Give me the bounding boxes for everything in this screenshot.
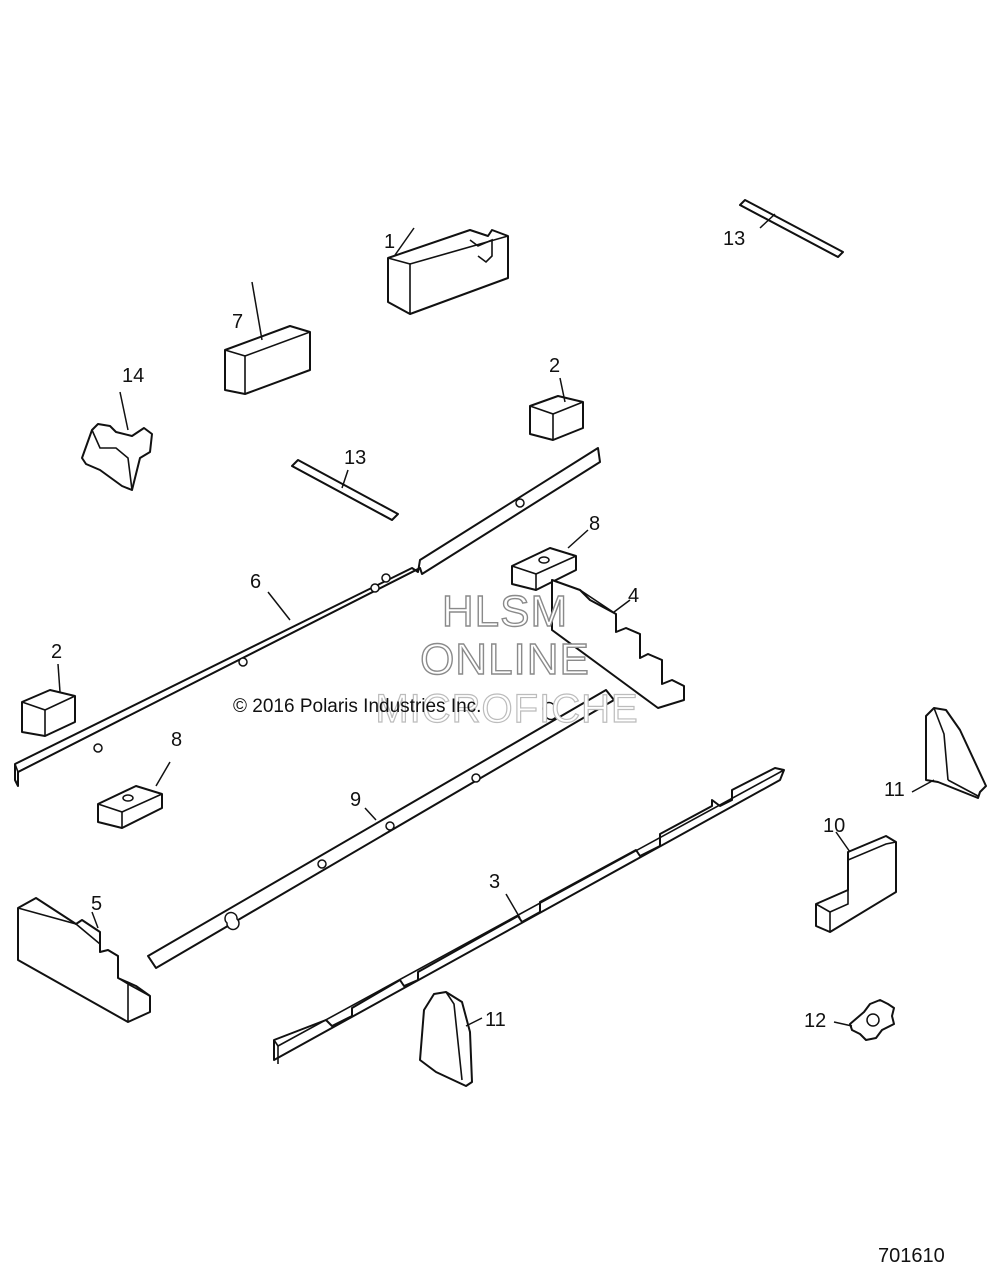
callout-12: 12 bbox=[804, 1010, 826, 1032]
part-12-bracket bbox=[833, 999, 895, 1041]
part-10-l-block bbox=[815, 831, 897, 933]
part-8-block-upper bbox=[511, 529, 589, 591]
watermark-line-2: ONLINE bbox=[420, 635, 590, 684]
callout-11-center: 11 bbox=[485, 1009, 506, 1031]
part-8-block-lower bbox=[97, 761, 171, 829]
part-13-strip-middle bbox=[291, 459, 399, 521]
part-9-plate bbox=[147, 689, 615, 969]
callout-13-top: 13 bbox=[723, 228, 745, 250]
callout-4: 4 bbox=[628, 585, 639, 607]
callout-2-upper: 2 bbox=[549, 355, 560, 377]
callout-7: 7 bbox=[232, 311, 243, 333]
part-11-wedge-right bbox=[911, 707, 987, 799]
callout-14: 14 bbox=[122, 365, 144, 387]
drawing-number: 701610 bbox=[878, 1245, 945, 1267]
callout-9: 9 bbox=[350, 789, 361, 811]
callout-13-middle: 13 bbox=[344, 447, 366, 469]
callout-1: 1 bbox=[384, 231, 395, 253]
callout-11-right: 11 bbox=[884, 779, 905, 801]
part-4-stepped-block bbox=[551, 579, 685, 709]
copyright-text: © 2016 Polaris Industries Inc. bbox=[233, 696, 481, 717]
callout-8-upper: 8 bbox=[589, 513, 600, 535]
part-7-block bbox=[224, 281, 311, 395]
part-13-strip-top bbox=[739, 199, 844, 258]
watermark-line-1: HLSM bbox=[442, 587, 568, 636]
part-3-notched-rail bbox=[273, 767, 785, 1064]
part-14-cross-piece bbox=[81, 391, 153, 491]
part-2-block-upper bbox=[529, 377, 584, 441]
part-6-rail bbox=[14, 447, 601, 787]
part-2-block-lower bbox=[21, 663, 76, 737]
watermark-line-3: MICROFICHE bbox=[375, 687, 638, 731]
part-5-stepped-block bbox=[17, 897, 151, 1023]
callout-2-lower: 2 bbox=[51, 641, 62, 663]
callout-8-lower: 8 bbox=[171, 729, 182, 751]
callout-6: 6 bbox=[250, 571, 261, 593]
callout-3: 3 bbox=[489, 871, 500, 893]
callout-5: 5 bbox=[91, 893, 102, 915]
part-11-wedge-center bbox=[419, 991, 483, 1087]
part-1-slotted-block bbox=[387, 227, 509, 315]
callout-10: 10 bbox=[823, 815, 845, 837]
